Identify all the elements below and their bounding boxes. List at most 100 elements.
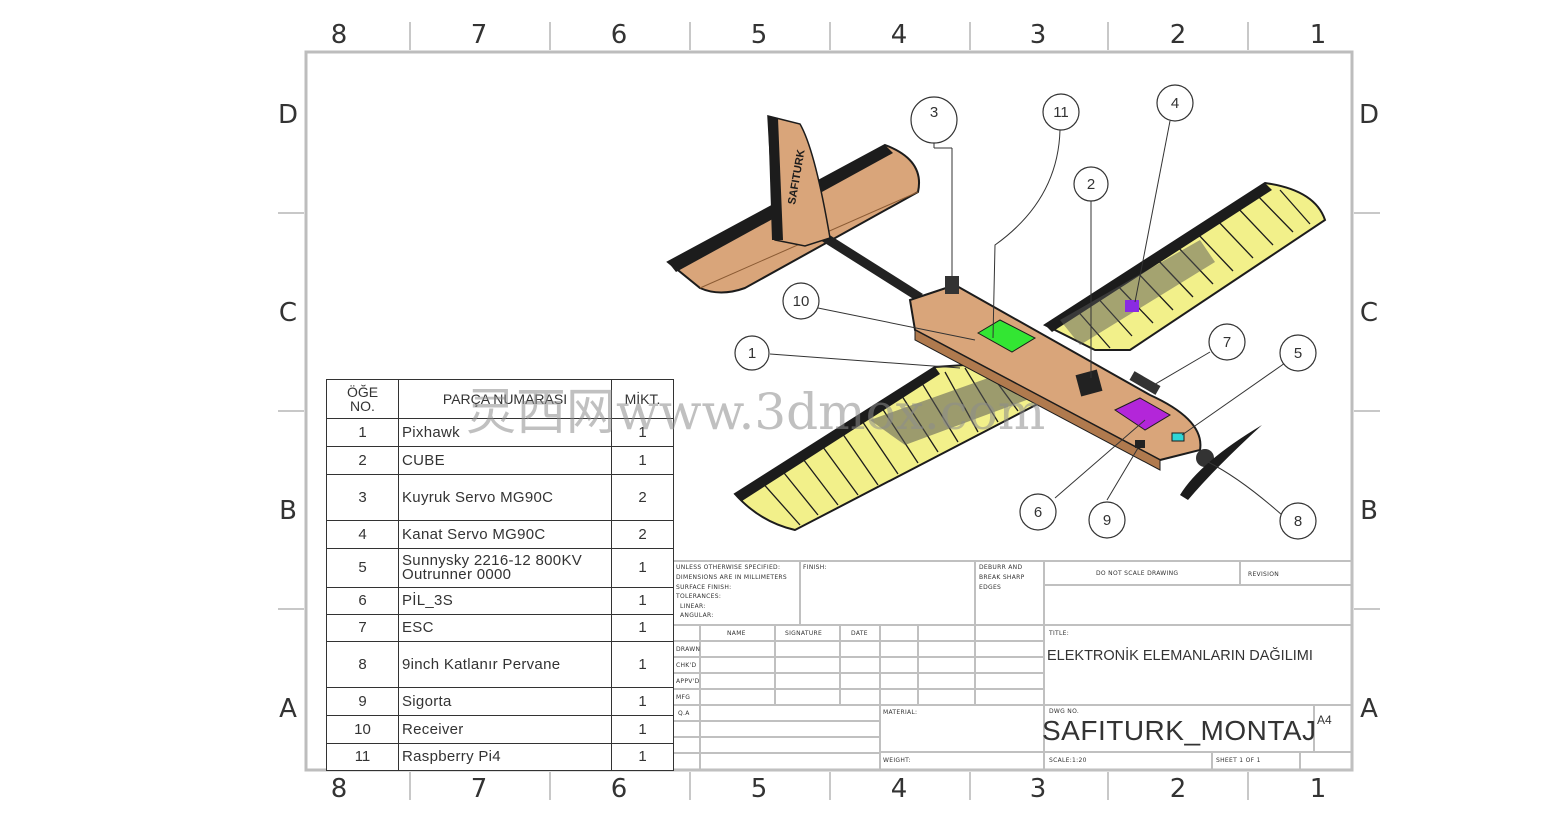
bom-part-name: ESC	[398, 614, 612, 642]
tb-do-not-scale: DO NOT SCALE DRAWING	[1096, 570, 1179, 577]
tb-col-signature: SIGNATURE	[785, 630, 823, 637]
bom-qty: 2	[611, 474, 674, 521]
zone-row-right-A: A	[1360, 694, 1378, 724]
tb-title-label: TITLE:	[1049, 630, 1070, 637]
tb-dwg-no-label: DWG NO.	[1049, 708, 1080, 715]
zone-col-bottom-5: 5	[750, 774, 768, 804]
motor-mount	[1171, 432, 1185, 442]
right-wing-leading-edge	[1045, 183, 1272, 332]
tb-unless-5: LINEAR:	[680, 603, 706, 610]
esc-block	[1129, 371, 1161, 395]
balloon-4-label: 4	[1171, 95, 1179, 112]
zone-row-left-A: A	[279, 694, 297, 724]
aircraft-illustration: SAFITURK	[666, 115, 1327, 532]
tb-unless-1: UNLESS OTHERWISE SPECIFIED:	[676, 564, 781, 571]
left-wing-leading-edge	[735, 367, 940, 501]
raspberry-pi-board	[976, 319, 1037, 353]
balloon-4	[1156, 84, 1194, 122]
battery-pack	[1113, 397, 1171, 431]
tb-row-mfg: MFG	[676, 694, 691, 701]
bom-header-part-number: PARÇA NUMARASI	[398, 379, 612, 419]
balloon-8	[1279, 502, 1317, 540]
tb-col-date: DATE	[851, 630, 868, 637]
tb-row-drawn: DRAWN	[676, 646, 701, 653]
balloon-5-label: 5	[1294, 345, 1302, 362]
left-wing-dark-spar	[870, 372, 1040, 445]
balloon-3	[910, 96, 958, 144]
balloon-callouts	[734, 84, 1317, 540]
zone-row-right-B: B	[1360, 496, 1378, 526]
tb-unless-6: ANGULAR:	[680, 612, 714, 619]
tb-revision: REVISION	[1248, 571, 1280, 578]
balloon-7-label: 7	[1223, 334, 1231, 351]
drawing-title: ELEKTRONİK ELEMANLARIN DAĞILIMI	[1047, 648, 1313, 664]
zone-row-left-D: D	[277, 100, 299, 130]
bom-item-no: 8	[326, 641, 399, 688]
balloon-3-label: 3	[930, 104, 938, 121]
vertical-fin	[767, 115, 831, 247]
zone-col-top-6: 6	[610, 20, 628, 50]
balloon-9	[1088, 501, 1126, 539]
bom-part-name: Receiver	[398, 715, 612, 744]
bom-part-name: Sunnysky 2216-12 800KV Outrunner 0000	[398, 548, 612, 588]
tb-row-checked: CHK'D	[676, 662, 697, 669]
balloon-6-label: 6	[1034, 504, 1042, 521]
balloon-10	[782, 282, 820, 320]
bom-qty: 1	[611, 687, 674, 716]
bom-item-no: 9	[326, 687, 399, 716]
zone-col-bottom-3: 3	[1029, 774, 1047, 804]
fuse-part	[1135, 440, 1145, 448]
balloon-11	[1042, 93, 1080, 131]
tb-deburr-2: BREAK SHARP	[979, 574, 1025, 581]
servo-wing	[1125, 300, 1139, 312]
bom-part-name: CUBE	[398, 446, 612, 475]
bom-qty: 1	[611, 587, 674, 615]
zone-col-top-1: 1	[1309, 20, 1327, 50]
bom-item-no: 5	[326, 548, 399, 588]
balloon-5	[1279, 334, 1317, 372]
bom-qty: 1	[611, 641, 674, 688]
zone-col-top-3: 3	[1029, 20, 1047, 50]
zone-col-bottom-2: 2	[1169, 774, 1187, 804]
zone-col-bottom-1: 1	[1309, 774, 1327, 804]
fuselage-side	[914, 329, 1161, 471]
zone-row-right-C: C	[1359, 298, 1379, 328]
tb-deburr-3: EDGES	[979, 584, 1002, 591]
bom-qty: 1	[611, 446, 674, 475]
sheet-size: A4	[1317, 713, 1332, 727]
tb-row-approved: APPV'D	[676, 678, 700, 685]
bom-qty: 1	[611, 548, 674, 588]
bom-header-qty: MİKT.	[611, 379, 674, 419]
balloon-10-label: 10	[793, 293, 810, 310]
balloon-2-label: 2	[1087, 176, 1095, 193]
balloon-8-label: 8	[1294, 513, 1302, 530]
balloon-labels: 1 2 3 4 5 6 7 8 9 10 11	[748, 95, 1302, 530]
bom-item-no: 1	[326, 418, 399, 447]
tail-boom	[820, 234, 923, 300]
zone-col-top-4: 4	[890, 20, 908, 50]
bom-part-name: 9inch Katlanır Pervane	[398, 641, 612, 688]
zone-col-top-8: 8	[330, 20, 348, 50]
bom-header-item-no: ÖĞE NO.	[326, 379, 399, 419]
cube-component	[1075, 369, 1103, 397]
zone-col-top-5: 5	[750, 20, 768, 50]
zone-col-top-7: 7	[470, 20, 488, 50]
tb-col-name: NAME	[727, 630, 746, 637]
bom-item-no: 2	[326, 446, 399, 475]
tb-material-label: MATERIAL:	[883, 709, 918, 716]
bom-part-name: Raspberry Pi4	[398, 743, 612, 771]
bom-item-no: 3	[326, 474, 399, 521]
tb-unless-4: TOLERANCES:	[676, 593, 722, 600]
bom-part-name: PİL_3S	[398, 587, 612, 615]
zone-col-bottom-8: 8	[330, 774, 348, 804]
